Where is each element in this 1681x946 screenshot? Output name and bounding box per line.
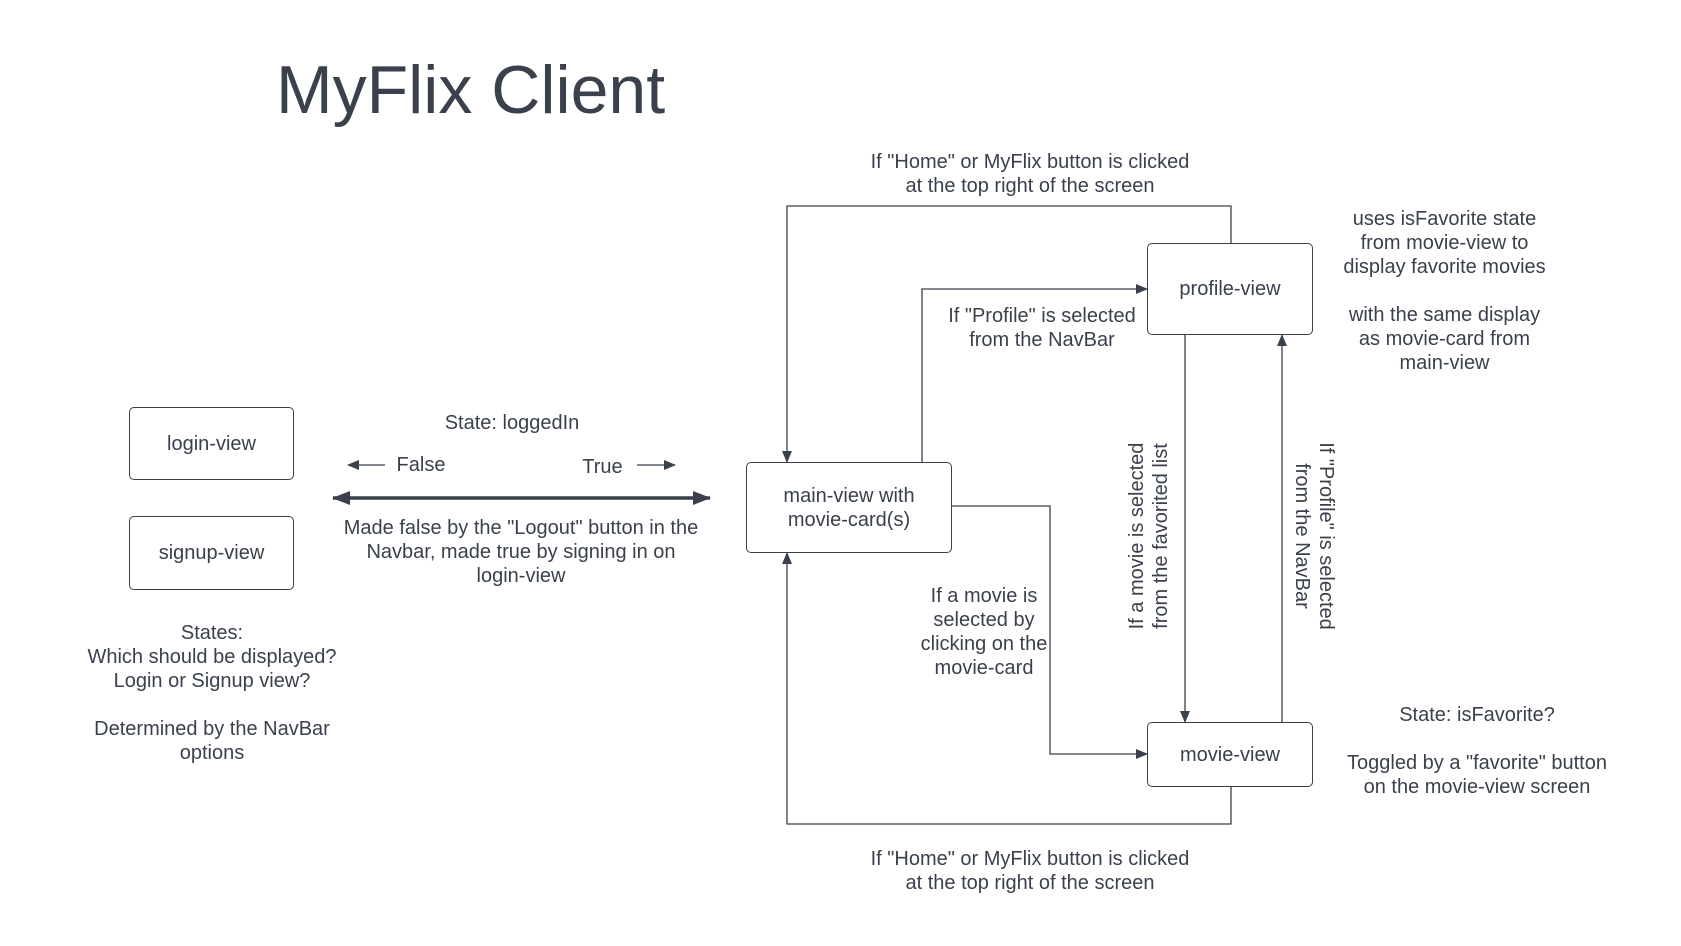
profile-from-main-label: If "Profile" is selected from the NavBar <box>948 305 1136 351</box>
favorite-note: State: isFavorite? Toggled by a "favorit… <box>1347 704 1607 798</box>
movie-from-main-label: If a movie is selected by clicking on th… <box>920 585 1048 679</box>
login-view-node: login-view <box>129 407 294 480</box>
signup-view-node: signup-view <box>129 516 294 590</box>
main-view-node: main-view with movie-card(s) <box>746 462 952 553</box>
main-to-profile-connector <box>921 284 1148 462</box>
movie-view-node: movie-view <box>1147 722 1313 787</box>
true-label: True <box>582 456 623 478</box>
logout-note: Made false by the "Logout" button in the… <box>343 517 699 587</box>
main-to-movie-connector <box>952 505 1148 759</box>
movie-from-favorites-label: If a movie is selected from the favorite… <box>1126 442 1172 630</box>
profile-view-node: profile-view <box>1147 243 1313 335</box>
false-label: False <box>396 454 446 476</box>
home-top-label: If "Home" or MyFlix button is clicked at… <box>870 151 1190 197</box>
profile-note: uses isFavorite state from movie-view to… <box>1343 208 1546 374</box>
home-bottom-label: If "Home" or MyFlix button is clicked at… <box>870 848 1190 894</box>
diagram-title: MyFlix Client <box>276 52 666 128</box>
home-bottom-connector <box>782 552 1232 825</box>
state-logged-in-label: State: loggedIn <box>444 412 580 434</box>
states-note: States: Which should be displayed? Login… <box>87 622 337 764</box>
home-top-connector <box>782 205 1232 463</box>
profile-from-movie-label: If "Profile" is selected from the NavBar <box>1291 442 1337 630</box>
